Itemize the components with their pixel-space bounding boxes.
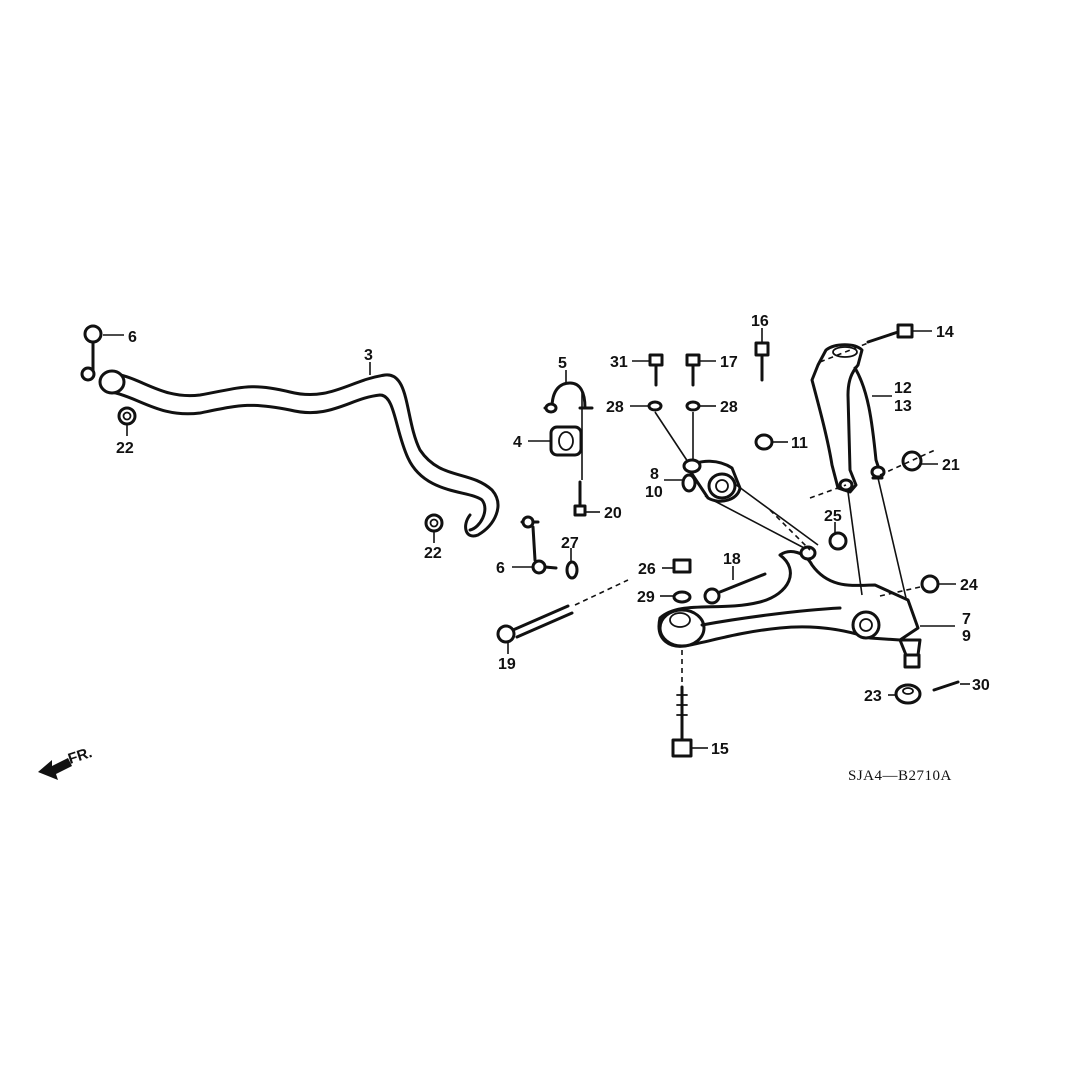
bolt-14 xyxy=(819,323,914,363)
callout-17: 17 xyxy=(720,354,738,371)
diagram-code: SJA4—B2710A xyxy=(848,768,952,784)
callout-12: 12 xyxy=(894,380,912,397)
callout-22a: 22 xyxy=(116,440,134,457)
callout-6a: 6 xyxy=(128,329,137,346)
leader-lines xyxy=(103,328,970,749)
bolt-17 xyxy=(685,353,701,387)
callout-14: 14 xyxy=(936,324,954,341)
bolt-18 xyxy=(703,572,767,605)
callout-3: 3 xyxy=(364,347,373,364)
washer-28b xyxy=(685,400,701,412)
callout-16: 16 xyxy=(751,313,769,330)
lower-arm xyxy=(657,545,922,669)
front-direction-arrow: FR. xyxy=(38,744,94,780)
bushing-holder-5 xyxy=(543,381,594,414)
flange-nut-22b xyxy=(424,513,444,533)
callout-22b: 22 xyxy=(424,545,442,562)
callout-25: 25 xyxy=(824,508,842,525)
callout-31: 31 xyxy=(610,354,628,371)
flange-nut-22a xyxy=(117,406,137,426)
bolt-31 xyxy=(648,353,664,387)
knuckle xyxy=(810,343,886,494)
nut-25 xyxy=(828,531,848,551)
washer-27 xyxy=(565,560,579,580)
nut-21 xyxy=(879,449,936,476)
callout-27: 27 xyxy=(561,535,579,552)
washer-28a xyxy=(647,400,663,412)
nut-26 xyxy=(672,558,692,574)
callout-10: 10 xyxy=(645,484,663,501)
washer-29 xyxy=(672,590,692,604)
callout-13: 13 xyxy=(894,398,912,415)
callout-21: 21 xyxy=(942,457,960,474)
callout-9: 9 xyxy=(962,628,971,645)
callout-24: 24 xyxy=(960,577,978,594)
callout-18: 18 xyxy=(723,551,741,568)
stabilizer-link-lower xyxy=(520,515,558,575)
callout-28a: 28 xyxy=(606,399,624,416)
callout-29: 29 xyxy=(637,589,655,606)
cotter-pin-30 xyxy=(932,680,960,692)
stabilizer-link-upper xyxy=(80,324,103,382)
callout-28b: 28 xyxy=(720,399,738,416)
bolt-15 xyxy=(671,650,693,758)
callout-15: 15 xyxy=(711,741,729,758)
front-label: FR. xyxy=(66,744,94,768)
bolt-19 xyxy=(496,579,629,644)
castle-nut-23 xyxy=(894,683,922,705)
bolt-16 xyxy=(754,341,770,382)
callout-7: 7 xyxy=(962,611,971,628)
callout-6b: 6 xyxy=(496,560,505,577)
callout-4: 4 xyxy=(513,434,522,451)
callout-26: 26 xyxy=(638,561,656,578)
callout-5: 5 xyxy=(558,355,567,372)
callout-20: 20 xyxy=(604,505,622,522)
callout-19: 19 xyxy=(498,656,516,673)
stabilizer-bar xyxy=(98,369,500,538)
bolt-20 xyxy=(573,480,587,517)
compliance-bushing-bracket xyxy=(681,458,742,503)
callout-11: 11 xyxy=(791,435,808,452)
nut-11 xyxy=(754,433,774,451)
callout-8: 8 xyxy=(650,466,659,483)
callout-30: 30 xyxy=(972,677,990,694)
callout-labels: 6 3 22 5 4 20 22 27 6 19 31 17 16 28 28 … xyxy=(116,313,990,758)
callout-23: 23 xyxy=(864,688,882,705)
bushing-4 xyxy=(549,425,583,457)
